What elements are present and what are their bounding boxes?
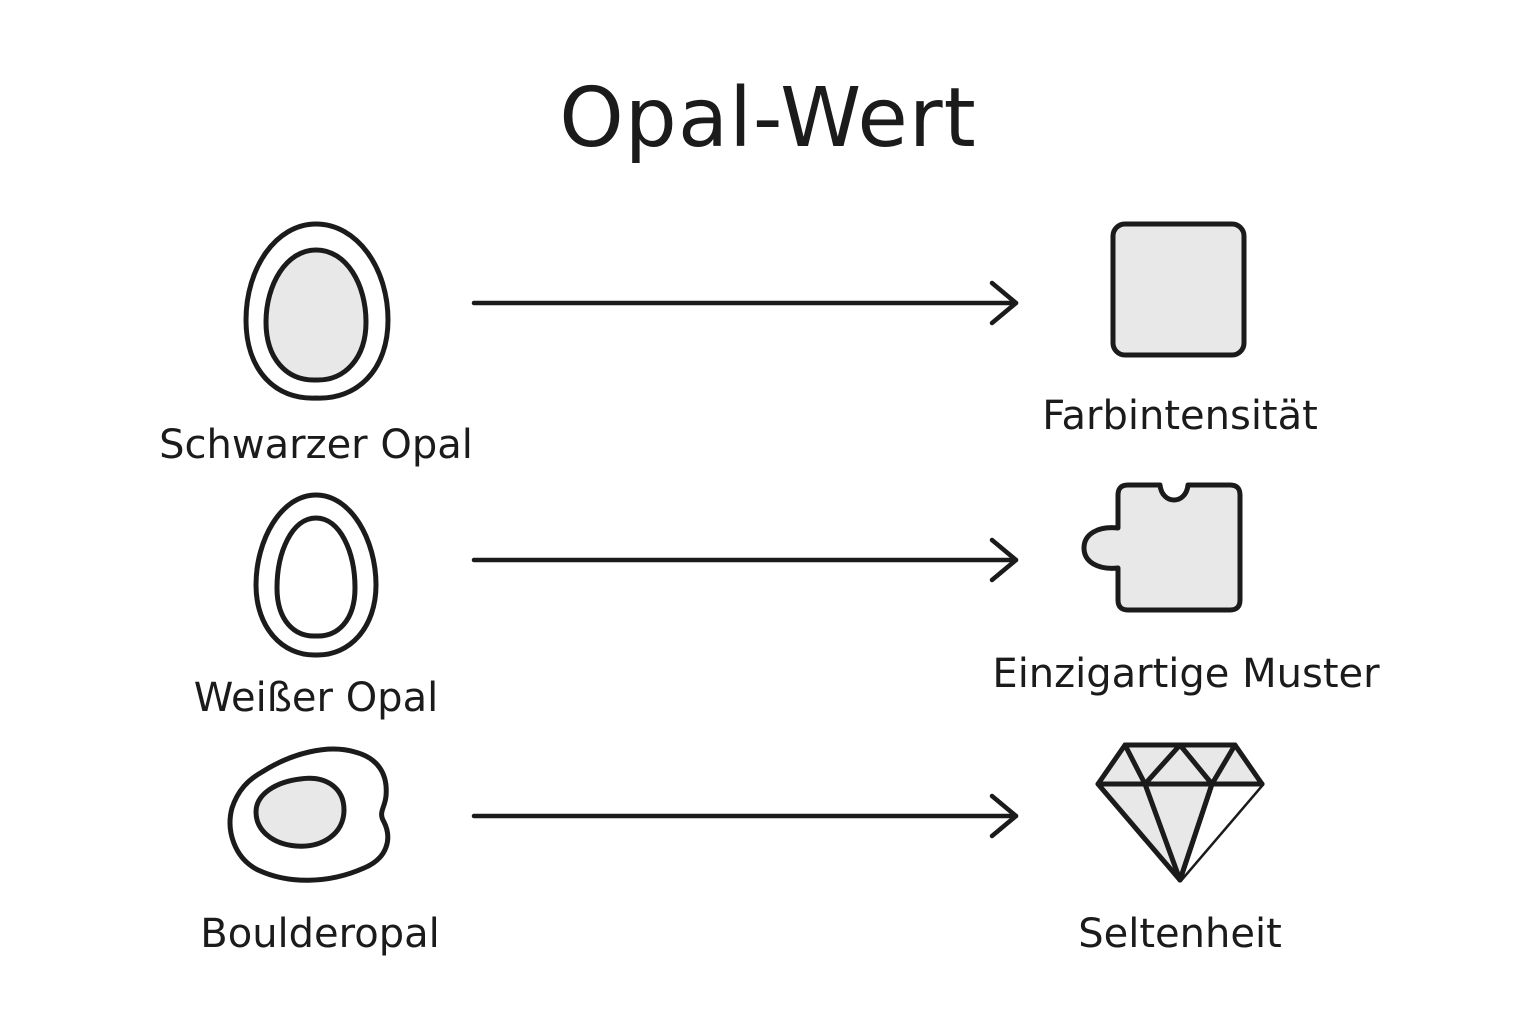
black-opal-icon: [243, 221, 391, 401]
arrow-row-3: [471, 793, 1019, 839]
opal-label-black: Schwarzer Opal: [159, 422, 473, 468]
white-opal-icon: [253, 492, 379, 658]
puzzle-piece-icon: [1081, 482, 1243, 613]
arrow-row-2: [471, 537, 1019, 583]
value-label-rarity: Seltenheit: [1078, 911, 1282, 957]
page-title: Opal-Wert: [559, 71, 977, 166]
opal-label-boulder: Boulderopal: [200, 911, 440, 957]
opal-label-white: Weißer Opal: [193, 675, 439, 721]
diamond-icon: [1095, 742, 1265, 883]
value-label-color-intensity: Farbintensität: [1042, 393, 1318, 439]
boulder-opal-icon: [227, 746, 391, 883]
arrow-row-1: [471, 280, 1019, 326]
value-label-unique-patterns: Einzigartige Muster: [992, 651, 1380, 697]
color-square-icon: [1110, 221, 1247, 358]
